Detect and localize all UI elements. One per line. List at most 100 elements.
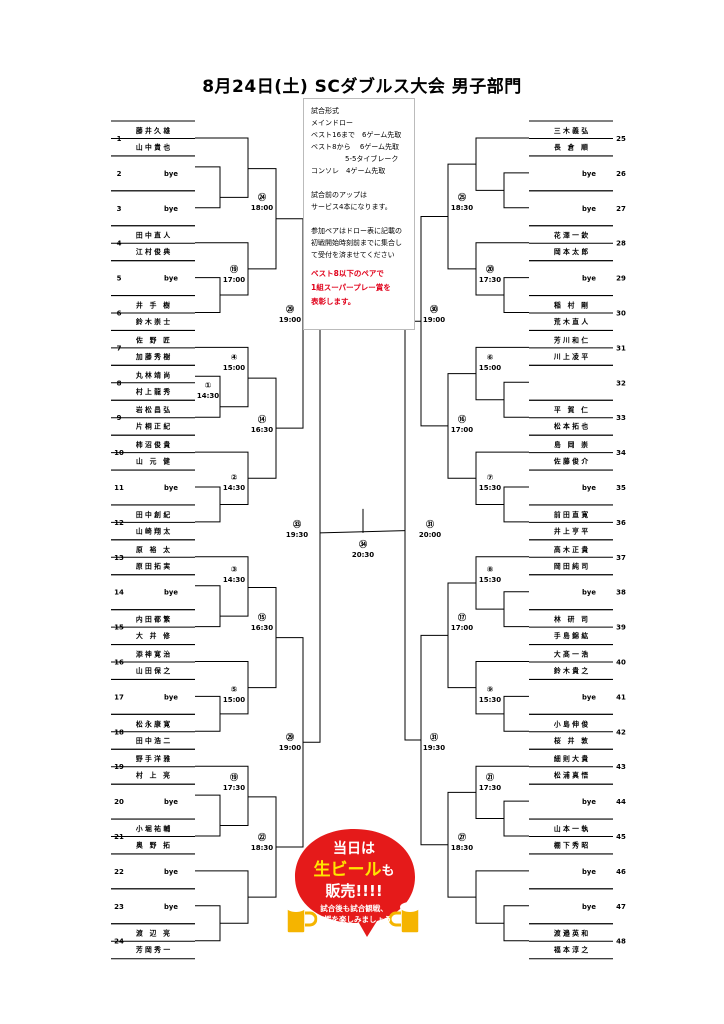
- entry-number: 38: [616, 589, 626, 597]
- match-number: ⑰: [458, 612, 466, 622]
- match-time: 17:30: [479, 276, 501, 284]
- match-number: ㉞: [359, 539, 367, 549]
- player-name: 原 裕 太: [136, 545, 170, 554]
- match-number: ④: [231, 353, 238, 362]
- player-name: 添 神 寛 治: [136, 650, 170, 659]
- player-name: 大 井 修: [136, 631, 170, 640]
- bracket-line: [195, 346, 249, 408]
- entry-number: 46: [616, 868, 626, 876]
- match-number: ⑥: [487, 353, 494, 362]
- player-name: 稲 村 剛: [554, 301, 588, 310]
- bracket-line: [276, 637, 304, 848]
- player-name: 細 則 大 貴: [554, 754, 588, 763]
- entry-number: 29: [616, 275, 626, 283]
- rules-line: ベスト16まで 6ゲーム先取: [311, 131, 402, 139]
- entry-number: 16: [114, 659, 124, 667]
- page-title: 8月24日(土) SCダブルス大会 男子部門: [202, 77, 522, 97]
- player-name: 丸 林 靖 尚: [135, 370, 170, 379]
- rules-line: 5-5タイブレーク: [345, 155, 399, 163]
- match-time: 17:00: [451, 624, 473, 632]
- match-number: ㉙: [286, 732, 294, 742]
- player-name: 村 上 亮: [136, 771, 170, 780]
- player-name: bye: [582, 798, 596, 806]
- entry-number: 19: [114, 763, 124, 771]
- player-name: 福 本 淳 之: [553, 945, 588, 954]
- bracket-line: [195, 556, 249, 617]
- player-name: 岡 本 太 郎: [554, 247, 588, 256]
- match-time: 17:30: [479, 784, 501, 792]
- bracket-line: [503, 800, 529, 837]
- entry-number: 35: [616, 484, 626, 492]
- match-number: ⑧: [487, 565, 494, 574]
- match-time: 14:30: [197, 392, 219, 400]
- award-note: ベスト8以下のペアで: [311, 269, 384, 278]
- rules-line: 試合前のアップは: [311, 191, 367, 199]
- player-name: 渡 邉 英 和: [554, 929, 588, 938]
- player-name: 井 手 樹: [136, 301, 170, 310]
- match-time: 17:00: [451, 426, 473, 434]
- player-name: bye: [164, 275, 178, 283]
- match-time: 19:30: [286, 531, 308, 539]
- entry-number: 41: [616, 693, 626, 701]
- player-name: 小 堀 祐 輔: [135, 824, 170, 833]
- rules-line: サービス4本になります。: [311, 203, 392, 211]
- entry-number: 45: [616, 833, 626, 841]
- match-time: 19:00: [279, 316, 301, 324]
- promo-mo: も: [381, 864, 394, 879]
- entry-number: 15: [114, 624, 124, 632]
- player-name: 藤 井 久 雄: [135, 126, 170, 135]
- player-name: 松 永 康 寛: [136, 719, 170, 728]
- match-number: ⑲: [230, 772, 238, 782]
- entry-number: 33: [616, 414, 626, 422]
- bracket-line: [195, 137, 249, 198]
- match-number: ⑭: [258, 414, 266, 424]
- bracket-line: [447, 163, 476, 270]
- match-number: ⑳: [486, 264, 494, 274]
- promo-line-2: 生ビールも: [313, 859, 394, 880]
- player-name: 芳 岡 秀 一: [136, 945, 170, 954]
- bracket-line: [503, 381, 529, 418]
- rules-line: [311, 213, 410, 225]
- entry-number: 30: [616, 310, 626, 318]
- rules-line: 初戦開始時刻前までに集合し: [311, 239, 402, 247]
- bracket-line: [475, 346, 529, 401]
- entry-number: 10: [114, 449, 124, 457]
- player-name: bye: [164, 484, 178, 492]
- player-name: bye: [164, 589, 178, 597]
- entry-number: 37: [616, 554, 626, 562]
- match-number: ㉑: [486, 772, 494, 782]
- entry-number: 17: [114, 693, 124, 701]
- match-time: 19:00: [279, 744, 301, 752]
- bracket-line: [503, 695, 529, 732]
- player-name: 花 澤 一 欽: [554, 231, 588, 240]
- entry-number: 48: [616, 938, 626, 946]
- bracket-line: [503, 905, 529, 942]
- entry-number: 44: [616, 798, 626, 806]
- player-name: 川 上 凌 平: [553, 352, 588, 361]
- rules-line: [311, 177, 410, 189]
- player-name: 大 髙 一 浩: [554, 650, 588, 659]
- player-name: bye: [582, 903, 596, 911]
- rules-line: コンソレ 4ゲーム先取: [311, 167, 386, 175]
- player-name: bye: [582, 589, 596, 597]
- player-name: 岩 松 昌 弘: [135, 405, 170, 414]
- match-time: 17:30: [223, 784, 245, 792]
- bracket-line: [195, 242, 249, 296]
- promo-line-1: 当日は: [333, 840, 375, 857]
- player-name: 松 本 拓 也: [554, 422, 588, 431]
- bracket-line: [195, 486, 221, 523]
- match-time: 15:30: [479, 696, 501, 704]
- match-time: 18:00: [251, 204, 273, 212]
- promo-beer-word: 生ビール: [313, 859, 381, 880]
- match-time: 18:30: [451, 844, 473, 852]
- bracket-line: [195, 166, 221, 209]
- bracket-line: [475, 765, 529, 820]
- promo-bubble: [295, 829, 415, 937]
- match-number: ㉛: [426, 519, 434, 529]
- entry-number: 1: [117, 135, 122, 143]
- award-note: 1組スーパープレー賞を: [311, 283, 391, 292]
- player-name: 田 中 創 紀: [136, 510, 170, 519]
- entry-number: 32: [616, 379, 626, 387]
